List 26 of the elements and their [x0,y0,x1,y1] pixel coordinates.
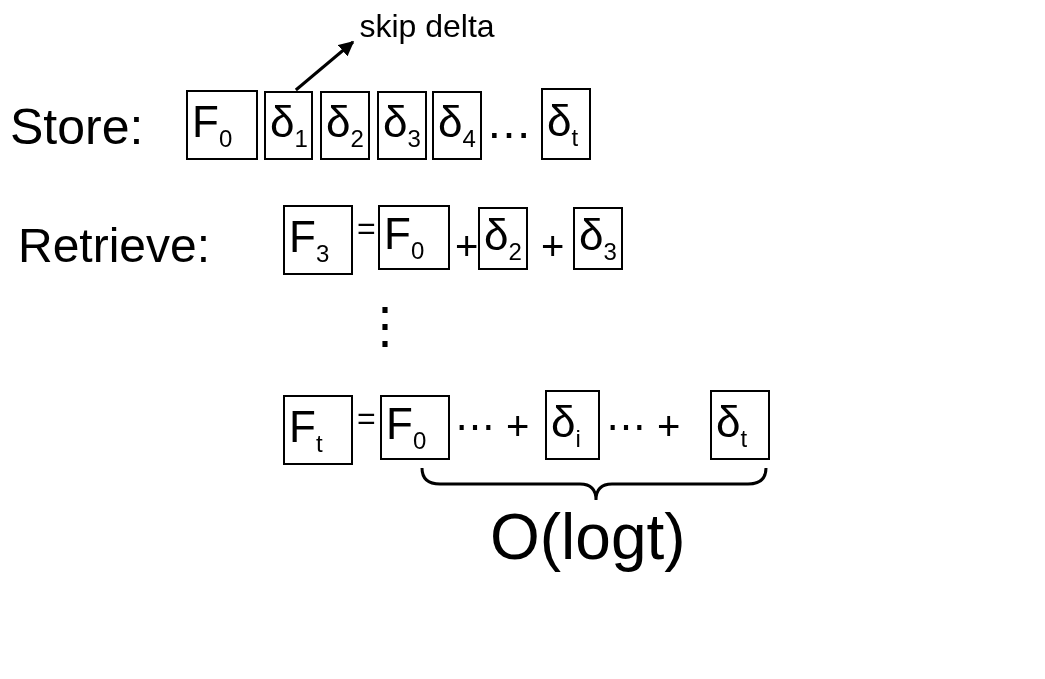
label-text: ⋯ + [455,406,530,446]
frame-box: δ$_{i}$ [545,390,600,460]
label-text: ⋯ + [606,406,681,446]
frame-box: F$_{3}$ [283,205,353,275]
frame-box: δ$_{t}$ [541,88,591,160]
frame-box: δ$_{1}$ [264,91,313,160]
frame-box: F$_{0}$ [380,395,450,460]
label-text: + [541,226,565,266]
annotation-text: skip delta [352,4,502,48]
label-text: = [357,212,376,244]
label-text: ⋮ [360,300,410,350]
frame-box: δ$_{2}$ [320,91,370,160]
label-text: + [455,226,479,266]
label-text: Retrieve: [18,222,211,270]
arrow [294,40,355,92]
frame-box: δ$_{4}$ [432,91,482,160]
frame-box: δ$_{t}$ [710,390,770,460]
frame-box: δ$_{2}$ [478,207,528,270]
label-text: Store: [10,102,144,152]
frame-box: F$_{0}$ [378,205,450,270]
frame-box: δ$_{3}$ [573,207,623,270]
frame-box: δ$_{3}$ [377,91,427,160]
label-text: = [357,402,376,434]
frame-box: F$_{0}$ [186,90,258,160]
frame-box: F$_{t}$ [283,395,353,465]
label-text: ⋯ [487,112,531,156]
